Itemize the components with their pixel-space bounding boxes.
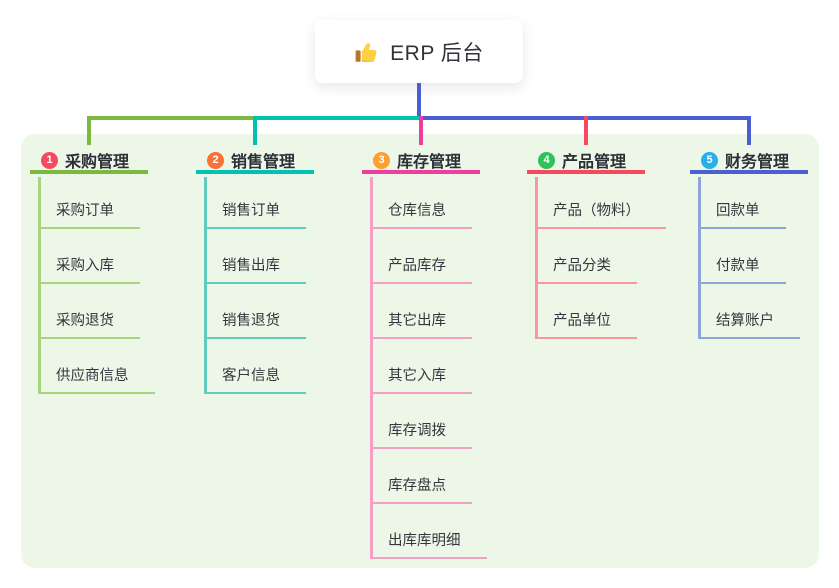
child-node[interactable]: 库存调拨 <box>370 422 472 449</box>
branch-title-label: 采购管理 <box>65 154 130 171</box>
child-node[interactable]: 产品（物料） <box>535 202 666 229</box>
root-connector-line <box>417 83 421 116</box>
child-node[interactable]: 产品单位 <box>535 312 637 339</box>
child-node[interactable]: 库存盘点 <box>370 477 472 504</box>
thumbs-up-icon <box>354 39 380 65</box>
child-node[interactable]: 销售订单 <box>204 202 306 229</box>
branch-number-badge: 4 <box>538 151 555 169</box>
child-node[interactable]: 出库库明细 <box>370 532 487 559</box>
child-node[interactable]: 回款单 <box>698 202 786 229</box>
connector-drop-4 <box>584 116 588 145</box>
child-node[interactable]: 销售出库 <box>204 257 306 284</box>
connector-drop-3 <box>419 116 423 145</box>
child-node[interactable]: 销售退货 <box>204 312 306 339</box>
branch-number-badge: 5 <box>701 151 718 169</box>
branch-title-label: 财务管理 <box>725 154 790 171</box>
child-node[interactable]: 产品分类 <box>535 257 637 284</box>
child-node[interactable]: 其它出库 <box>370 312 472 339</box>
child-node[interactable]: 其它入库 <box>370 367 472 394</box>
child-node[interactable]: 采购退货 <box>38 312 140 339</box>
child-node[interactable]: 采购订单 <box>38 202 140 229</box>
bus-segment-teal <box>253 116 423 120</box>
branch-child-spine <box>535 177 538 339</box>
child-node[interactable]: 仓库信息 <box>370 202 472 229</box>
branch-child-spine <box>698 177 701 339</box>
child-node[interactable]: 产品库存 <box>370 257 472 284</box>
branch-node-5[interactable]: 5 财务管理 <box>690 150 808 174</box>
child-node[interactable]: 结算账户 <box>698 312 800 339</box>
branch-title-label: 销售管理 <box>231 154 296 171</box>
branch-child-spine <box>38 177 41 394</box>
branches-panel <box>21 134 819 568</box>
branch-child-spine <box>204 177 207 394</box>
branch-child-spine <box>370 177 373 559</box>
child-node[interactable]: 供应商信息 <box>38 367 155 394</box>
branch-number-badge: 1 <box>41 151 58 169</box>
child-node[interactable]: 采购入库 <box>38 257 140 284</box>
branch-node-2[interactable]: 2 销售管理 <box>196 150 314 174</box>
root-title: ERP 后台 <box>390 41 484 65</box>
branch-node-4[interactable]: 4 产品管理 <box>527 150 645 174</box>
branch-title-label: 产品管理 <box>562 154 627 171</box>
child-node[interactable]: 客户信息 <box>204 367 306 394</box>
connector-drop-5 <box>747 116 751 145</box>
connector-drop-2 <box>253 116 257 145</box>
bus-segment-green <box>87 116 257 120</box>
branch-node-3[interactable]: 3 库存管理 <box>362 150 480 174</box>
connector-drop-1 <box>87 116 91 145</box>
child-node[interactable]: 付款单 <box>698 257 786 284</box>
branch-title-label: 库存管理 <box>397 154 462 171</box>
branch-number-badge: 2 <box>207 151 224 169</box>
root-node[interactable]: ERP 后台 <box>315 20 523 83</box>
branch-node-1[interactable]: 1 采购管理 <box>30 150 148 174</box>
branch-number-badge: 3 <box>373 151 390 169</box>
